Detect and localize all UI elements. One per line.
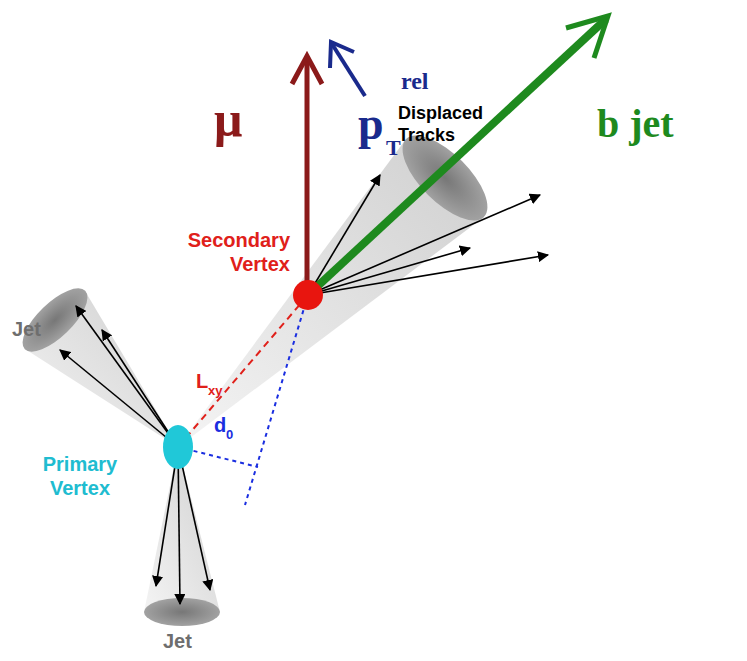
jet-label: Jet — [163, 630, 192, 652]
length-label: L — [196, 370, 208, 392]
length-subscript: xy — [208, 384, 222, 398]
muon-arrow — [292, 56, 322, 295]
vertex-label: Primary Vertex — [30, 452, 130, 500]
muon-label: μ — [214, 92, 242, 147]
b-jet-label: b jet — [597, 102, 674, 146]
b-jet-arrow — [308, 16, 608, 295]
ptrel-label: p — [358, 98, 384, 149]
impact-parameter-label: d — [214, 414, 226, 436]
ptrel-superscript: rel — [401, 68, 429, 94]
impact-parameter-subscript: 0 — [226, 428, 233, 442]
b-jet-label: b jet — [597, 102, 674, 146]
length-subscript: xy — [208, 384, 222, 398]
primary-vertex — [163, 425, 193, 469]
ptrel-superscript: rel — [401, 68, 429, 94]
decay-length-line — [178, 295, 308, 447]
track-extension — [245, 295, 308, 505]
b-jet-cone — [178, 122, 501, 447]
jet-cone — [13, 279, 178, 447]
tracks-label: Displaced Tracks — [398, 102, 498, 146]
secondary-vertex — [293, 280, 323, 310]
impact-parameter-subscript: 0 — [226, 428, 233, 442]
muon-label: μ — [214, 92, 242, 147]
vertex-label: Secondary Vertex — [178, 228, 290, 276]
ptrel-label: p — [358, 98, 384, 149]
jet-label: Jet — [163, 630, 192, 652]
ptrel-arrow — [330, 42, 365, 96]
jet-label: Jet — [12, 318, 41, 340]
impact-parameter-label: d — [214, 414, 226, 436]
displaced-tracks — [308, 175, 548, 295]
vertex-label: Primary Vertex — [30, 452, 130, 500]
jet-label: Jet — [12, 318, 41, 340]
vertex-label: Secondary Vertex — [178, 228, 290, 276]
length-label: L — [196, 370, 208, 392]
tracks-label: Displaced Tracks — [398, 102, 498, 146]
jet-cone — [144, 447, 220, 626]
